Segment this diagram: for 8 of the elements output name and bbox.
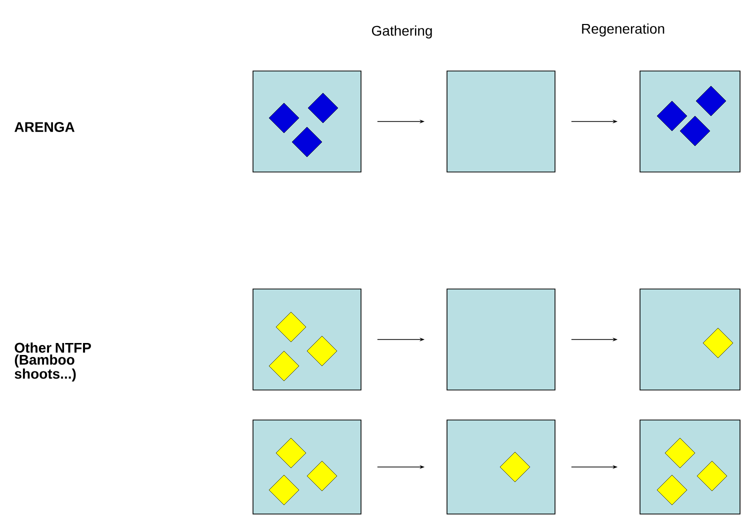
panel-box <box>640 288 740 390</box>
row-label: ARENGA <box>14 122 74 132</box>
panel-box <box>446 288 556 390</box>
row-label: Other NTFP (Bamboo shoots...) <box>14 342 91 382</box>
panel-box <box>446 420 556 514</box>
column-heading: Regeneration <box>582 23 664 37</box>
panel-box <box>446 70 556 172</box>
column-heading: Gathering <box>372 25 432 39</box>
